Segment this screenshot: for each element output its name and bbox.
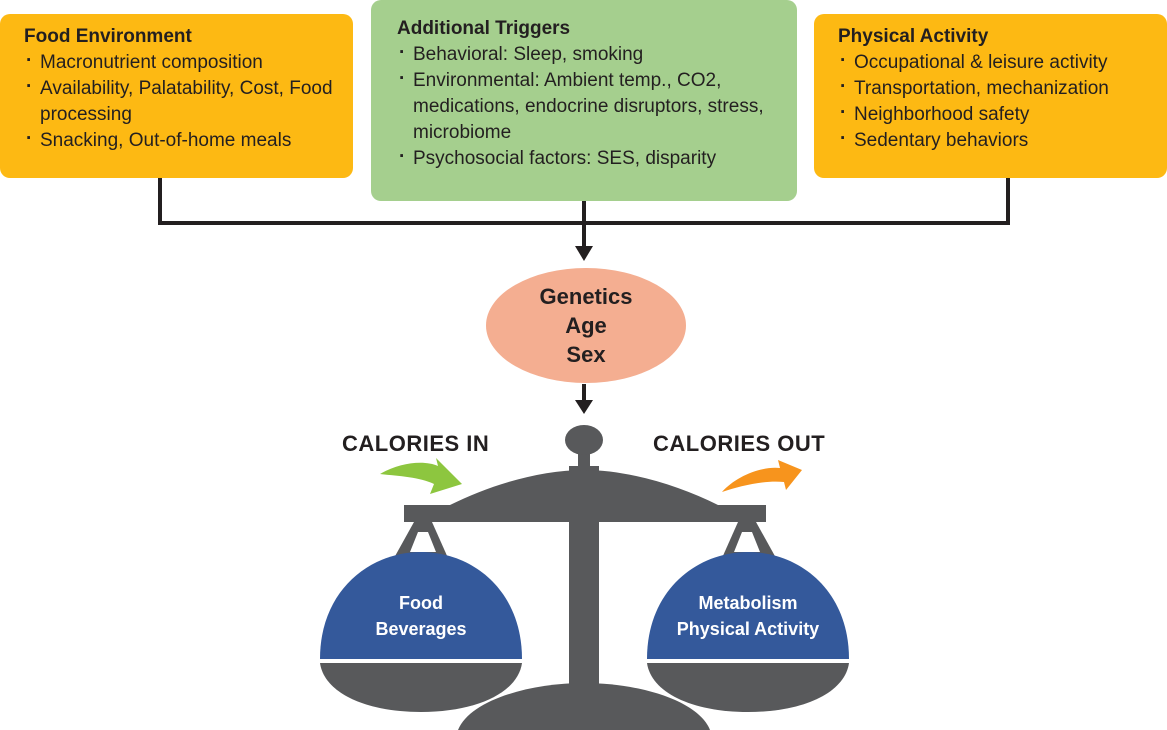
- list-item: Sedentary behaviors: [838, 126, 1161, 154]
- right-hanger-hole: [734, 532, 760, 552]
- list-item: Neighborhood safety: [838, 100, 1161, 128]
- additional-triggers-box: Additional Triggers Behavioral: Sleep, s…: [371, 0, 797, 201]
- left-pan-divider: [320, 659, 522, 663]
- calories-out-arrow: [722, 460, 802, 492]
- arrow-to-factors: [575, 246, 593, 261]
- food-environment-title: Food Environment: [24, 26, 192, 47]
- left-pan-label: Food Beverages: [320, 590, 522, 642]
- left-hanger-hole: [410, 532, 436, 552]
- calories-in-label: CALORIES IN: [342, 431, 490, 456]
- core-factor-age: Age: [565, 313, 607, 338]
- list-item: Environmental: Ambient temp., CO2, medic…: [397, 66, 778, 146]
- core-factors-ellipse: Genetics Age Sex: [486, 268, 686, 383]
- list-item: Availability, Palatability, Cost, Food p…: [24, 74, 340, 128]
- list-item: Behavioral: Sleep, smoking: [397, 40, 783, 68]
- core-factor-sex: Sex: [566, 342, 606, 367]
- list-item: Macronutrient composition: [24, 48, 339, 76]
- right-pan-label: Metabolism Physical Activity: [647, 590, 849, 642]
- right-pan-bottom: [647, 663, 849, 712]
- food-environment-list: Macronutrient composition Availability, …: [24, 48, 340, 154]
- list-item: Occupational & leisure activity: [838, 48, 1161, 76]
- left-pan-bottom: [320, 663, 522, 712]
- right-pan-top: [647, 552, 849, 659]
- left-pan-line-food: Food: [399, 593, 443, 613]
- additional-triggers-title: Additional Triggers: [397, 18, 571, 39]
- scale-knob: [565, 425, 603, 455]
- right-pan-line-metabolism: Metabolism: [698, 593, 798, 613]
- calories-in-arrow: [380, 458, 462, 494]
- list-item: Transportation, mechanization: [838, 74, 1161, 102]
- core-factor-genetics: Genetics: [539, 284, 633, 309]
- right-pan-divider: [647, 659, 849, 663]
- left-pan-top: [320, 552, 522, 659]
- additional-triggers-list: Behavioral: Sleep, smoking Environmental…: [397, 40, 783, 172]
- arrow-to-scale: [575, 400, 593, 414]
- calories-out-label: CALORIES OUT: [653, 431, 826, 456]
- physical-activity-list: Occupational & leisure activity Transpor…: [838, 48, 1161, 154]
- scale-beam: [404, 470, 766, 522]
- food-environment-box: Food Environment Macronutrient compositi…: [0, 14, 353, 178]
- list-item: Snacking, Out-of-home meals: [24, 126, 339, 154]
- scale-base: [458, 683, 710, 730]
- list-item: Psychosocial factors: SES, disparity: [397, 144, 783, 172]
- left-pan-line-beverages: Beverages: [375, 619, 467, 639]
- right-pan-line-physical-activity: Physical Activity: [676, 619, 820, 639]
- physical-activity-box: Physical Activity Occupational & leisure…: [814, 14, 1167, 178]
- physical-activity-title: Physical Activity: [838, 26, 989, 47]
